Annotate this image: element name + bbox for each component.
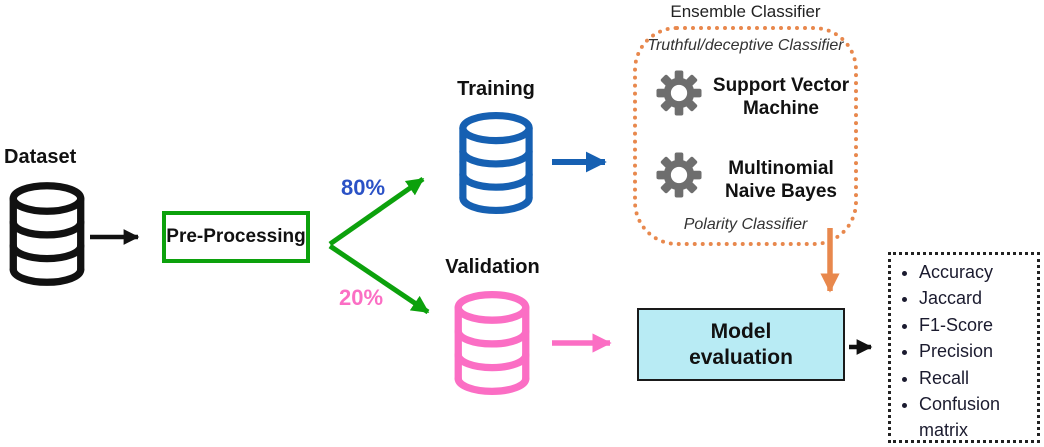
gear-icon bbox=[656, 70, 702, 116]
svm-classifier-label: Support Vector Machine bbox=[712, 75, 850, 119]
training-label: Training bbox=[457, 78, 535, 100]
model-evaluation-label: Model evaluation bbox=[689, 319, 793, 369]
metric-item: Jaccard bbox=[919, 285, 1037, 311]
metrics-box: Accuracy Jaccard F1-Score Precision Reca… bbox=[888, 252, 1040, 443]
metric-item: Confusion matrix bbox=[919, 391, 1037, 444]
naive-bayes-classifier-label: Multinomial Naive Bayes bbox=[725, 158, 837, 202]
ensemble-title: Ensemble Classifier bbox=[670, 2, 821, 21]
preprocessing-box: Pre-Processing bbox=[162, 211, 310, 263]
validation-database-icon bbox=[454, 291, 530, 395]
metric-item: Accuracy bbox=[919, 259, 1037, 285]
training-database-icon bbox=[459, 112, 533, 214]
preprocessing-label: Pre-Processing bbox=[166, 226, 306, 247]
validation-label: Validation bbox=[445, 256, 540, 278]
validation-split-percentage: 20% bbox=[339, 285, 384, 310]
dataset-label: Dataset bbox=[4, 146, 77, 168]
ensemble-box bbox=[633, 26, 858, 246]
polarity-classifier-label: Polarity Classifier bbox=[683, 216, 808, 233]
truthful-deceptive-classifier-label: Truthful/deceptive Classifier bbox=[647, 37, 844, 54]
metric-item: Recall bbox=[919, 365, 1037, 391]
train-split-percentage: 80% bbox=[341, 175, 386, 200]
metric-item: F1-Score bbox=[919, 312, 1037, 338]
model-evaluation-box: Model evaluation bbox=[637, 308, 845, 381]
dataset-database-icon bbox=[9, 182, 85, 286]
metric-item: Precision bbox=[919, 338, 1037, 364]
metrics-list: Accuracy Jaccard F1-Score Precision Reca… bbox=[891, 259, 1037, 444]
gear-icon bbox=[656, 152, 702, 198]
